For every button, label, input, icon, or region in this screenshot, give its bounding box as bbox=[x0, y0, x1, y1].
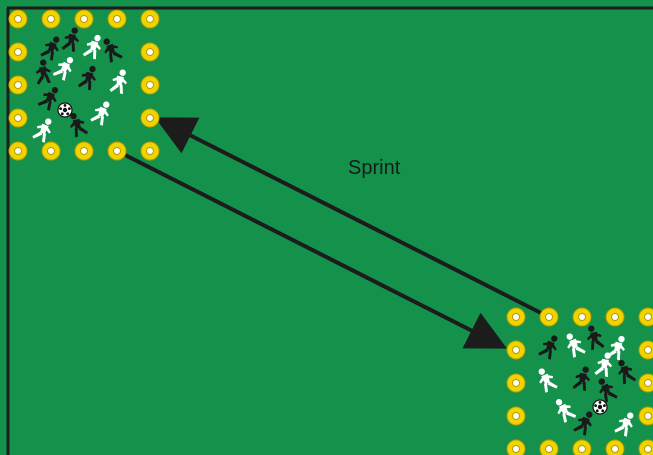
sprint-label: Sprint bbox=[348, 157, 401, 179]
cone-icon bbox=[41, 141, 61, 161]
player-silhouette-icon bbox=[103, 38, 123, 63]
cones-layer bbox=[8, 9, 653, 455]
player-silhouette-icon bbox=[82, 34, 101, 60]
cone-icon bbox=[638, 373, 653, 393]
cone-icon bbox=[8, 141, 28, 161]
cone-icon bbox=[539, 439, 559, 455]
soccer-ball-icon bbox=[57, 102, 73, 118]
player-silhouette-icon bbox=[32, 118, 52, 143]
cone-icon bbox=[140, 141, 160, 161]
balls-layer bbox=[57, 102, 608, 415]
cone-icon bbox=[107, 141, 127, 161]
player-silhouette-icon bbox=[109, 69, 128, 95]
cone-icon bbox=[638, 340, 653, 360]
cone-icon bbox=[605, 439, 625, 455]
cone-icon bbox=[638, 439, 653, 455]
cone-icon bbox=[140, 9, 160, 29]
cone-icon bbox=[107, 9, 127, 29]
soccer-ball-icon bbox=[592, 399, 608, 415]
cone-icon bbox=[8, 42, 28, 62]
player-silhouette-icon bbox=[573, 411, 593, 436]
player-silhouette-icon bbox=[566, 333, 586, 358]
cone-icon bbox=[506, 307, 526, 327]
player-silhouette-icon bbox=[538, 368, 558, 393]
cone-icon bbox=[638, 307, 653, 327]
cone-icon bbox=[8, 108, 28, 128]
player-silhouette-icon bbox=[77, 65, 96, 91]
sprint-arrow-to-top-left bbox=[154, 117, 542, 315]
player-silhouette-icon bbox=[35, 59, 51, 85]
cone-icon bbox=[74, 9, 94, 29]
player-silhouette-icon bbox=[594, 352, 613, 378]
cone-icon bbox=[140, 75, 160, 95]
cone-icon bbox=[506, 373, 526, 393]
player-silhouette-icon bbox=[70, 112, 89, 138]
cone-icon bbox=[8, 75, 28, 95]
player-silhouette-icon bbox=[90, 101, 110, 126]
cone-icon bbox=[140, 108, 160, 128]
sprint-arrow-to-bottom-right bbox=[124, 153, 508, 349]
player-silhouette-icon bbox=[37, 87, 59, 111]
cone-icon bbox=[506, 439, 526, 455]
player-silhouette-icon bbox=[586, 325, 605, 351]
player-silhouette-icon bbox=[40, 36, 60, 61]
player-silhouette-icon bbox=[52, 57, 74, 81]
cone-icon bbox=[506, 340, 526, 360]
cone-icon bbox=[8, 9, 28, 29]
cone-icon bbox=[506, 406, 526, 426]
player-silhouette-icon bbox=[572, 366, 591, 392]
player-silhouette-icon bbox=[61, 27, 80, 53]
cone-icon bbox=[74, 141, 94, 161]
player-silhouette-icon bbox=[555, 399, 577, 423]
player-silhouette-icon bbox=[598, 378, 618, 403]
player-silhouette-icon bbox=[538, 335, 558, 360]
cone-icon bbox=[638, 406, 653, 426]
player-silhouette-icon bbox=[614, 412, 634, 437]
cone-icon bbox=[572, 307, 592, 327]
player-silhouette-icon bbox=[618, 359, 637, 385]
cone-icon bbox=[41, 9, 61, 29]
cone-icon bbox=[539, 307, 559, 327]
players-layer bbox=[32, 27, 637, 437]
cone-icon bbox=[605, 307, 625, 327]
cone-icon bbox=[572, 439, 592, 455]
cone-icon bbox=[140, 42, 160, 62]
